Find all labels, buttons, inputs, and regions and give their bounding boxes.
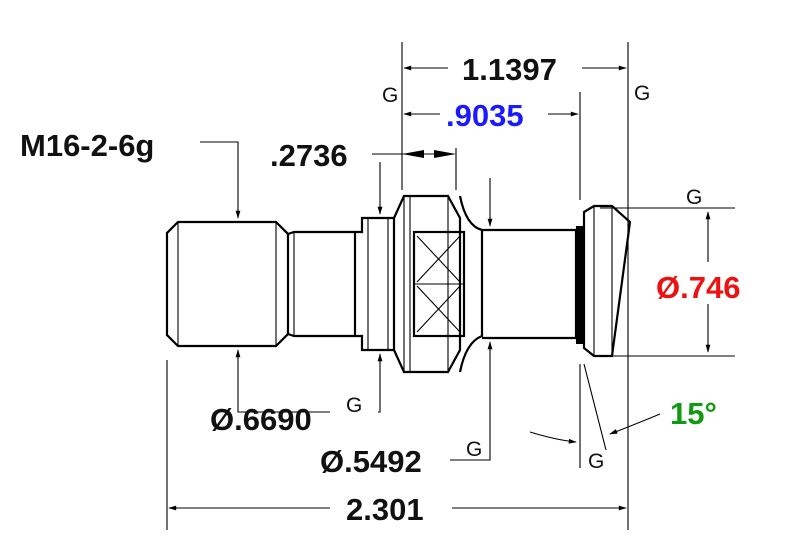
dimension-lines [168,65,711,511]
extension-lines [166,42,735,530]
gdt-symbol-6: G [588,450,604,473]
dim-dia-b: Ø.5492 [320,444,422,479]
dim-span-top: 1.1397 [462,52,557,87]
dim-overall-length: 2.301 [346,492,424,527]
dim-dia-head: Ø.746 [656,270,740,305]
dim-span-inner: .9035 [446,98,524,133]
pull-stud-part [165,194,632,374]
gdt-symbol-2: G [634,82,650,105]
dim-dia-a: Ø.6690 [210,402,312,437]
gdt-symbol-1: G [382,84,398,107]
dimension-labels: 1.1397 .9035 .2736 M16-2-6g Ø.746 Ø.6690… [20,52,740,527]
gdt-symbols: G G G G G G [346,82,702,473]
gdt-symbol-3: G [686,186,702,209]
thread-callout: M16-2-6g [20,128,154,163]
dim-angle: 15° [670,396,717,431]
gdt-symbol-4: G [346,394,362,417]
dim-shoulder-width: .2736 [270,138,348,173]
gdt-symbol-5: G [466,438,482,461]
